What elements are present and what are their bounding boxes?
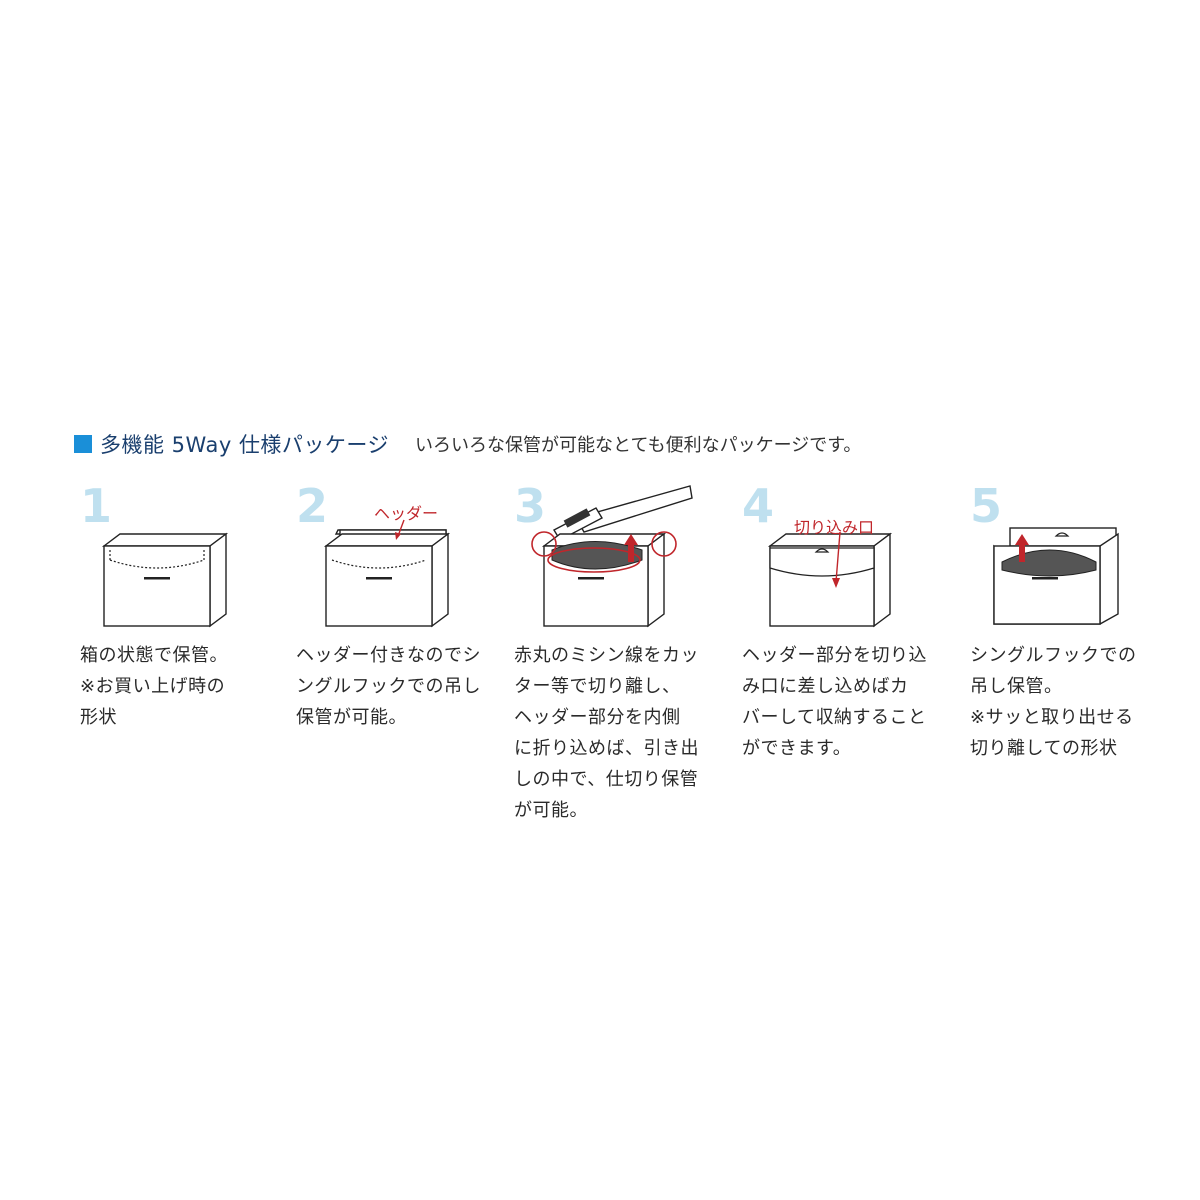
step-description: ヘッダー付きなのでシ ングルフックでの吊し 保管が可能。	[296, 645, 481, 728]
hanging-package-illustration	[993, 527, 1119, 625]
slit-label: 切り込み口	[794, 518, 875, 537]
box-cut-partition-illustration	[531, 485, 693, 628]
section-subtitle: いろいろな保管が可能なとても便利なパッケージです。	[415, 435, 862, 456]
box-with-header-illustration	[323, 519, 451, 628]
box-closed-illustration	[101, 532, 229, 628]
header-label: ヘッダー	[374, 504, 439, 523]
step-description: シングルフックでの 吊し保管。 ※サッと取り出せる 切り離しての形状	[970, 645, 1137, 759]
section-header: 多機能 5Way 仕様パッケージ いろいろな保管が可能なとても便利なパッケージで…	[74, 428, 861, 460]
blue-square-icon	[74, 435, 92, 453]
box-cover-illustration	[767, 531, 893, 628]
step-description: 赤丸のミシン線をカッ ター等で切り離し、 ヘッダー部分を内側 に折り込めば、引き…	[514, 645, 699, 821]
step-description: ヘッダー部分を切り込 み口に差し込めばカ バーして収納すること ができます。	[742, 645, 927, 759]
step-number: 2	[296, 479, 329, 533]
step-number: 5	[970, 479, 1003, 533]
step-number: 4	[742, 479, 775, 533]
step-description: 箱の状態で保管。 ※お買い上げ時の 形状	[80, 645, 228, 728]
section-title: 多機能 5Way 仕様パッケージ	[100, 433, 390, 457]
step-number: 1	[80, 479, 113, 533]
step-number: 3	[514, 479, 547, 533]
